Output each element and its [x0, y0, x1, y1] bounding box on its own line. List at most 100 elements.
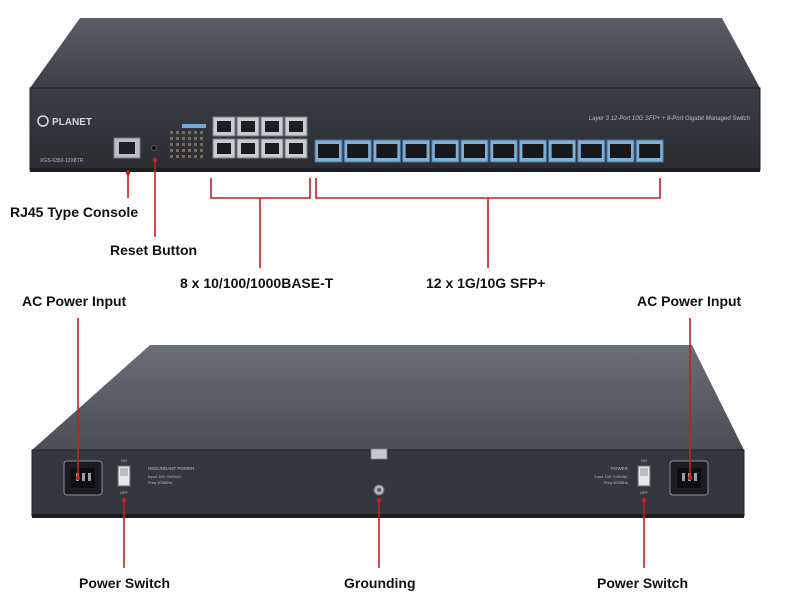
grounding-label: Grounding [344, 575, 416, 591]
status-led [188, 143, 191, 146]
right-input-spec: Input 100~240VAC [594, 474, 628, 479]
ac-power-input-right-label: AC Power Input [637, 293, 742, 309]
status-led [200, 149, 203, 152]
right-ac-callout-dot [687, 475, 693, 481]
led-highlight-bar [182, 124, 206, 128]
status-led [170, 137, 173, 140]
console-port [113, 137, 141, 159]
sfp-port-slot [580, 144, 602, 158]
right-switch-callout-dot [641, 497, 647, 503]
front-callouts [125, 157, 661, 268]
status-led-matrix [170, 131, 203, 158]
sfp-port-slot [464, 144, 485, 158]
rj45-port-socket [289, 143, 303, 154]
status-led [182, 149, 185, 152]
rear-callouts [75, 318, 693, 568]
status-led [188, 131, 191, 134]
status-led [176, 155, 179, 158]
status-led [188, 137, 191, 140]
left-switch-on-label: ON [121, 458, 127, 463]
power-label: POWER [611, 466, 629, 471]
rear-top-surface [32, 345, 744, 450]
status-led [170, 149, 173, 152]
reset-button-hole [151, 145, 157, 151]
left-switch-callout-dot [121, 497, 127, 503]
status-led [170, 143, 173, 146]
model-name: XGS-6350-12X8TR [40, 158, 84, 164]
right-power-switch [637, 465, 651, 487]
sfp-ports-label: 12 x 1G/10G SFP+ [426, 275, 546, 291]
rj45-port-socket [289, 121, 303, 132]
rj45-bracket [210, 178, 311, 199]
sfp-port-slot [347, 144, 369, 158]
left-ac-inlet [63, 460, 103, 496]
rj45-ports-label: 8 x 10/100/1000BASE-T [180, 275, 334, 291]
status-led [182, 155, 185, 158]
planet-logo: PLANET [37, 115, 92, 128]
status-led [200, 155, 203, 158]
power-switch-right-label: Power Switch [597, 575, 689, 591]
status-led [176, 137, 179, 140]
right-freq-spec: Freq 50/60Hz [604, 480, 628, 485]
status-led [200, 143, 203, 146]
status-led [176, 149, 179, 152]
status-led [176, 143, 179, 146]
sfp-port-block [314, 139, 664, 163]
rj45-port-socket [217, 121, 231, 132]
rear-panel [31, 449, 745, 517]
sfp-port-slot [522, 144, 544, 158]
redundant-power-label: REDUNDANT POWER [148, 466, 195, 471]
left-ac-callout-dot [75, 475, 81, 481]
rear-switch: ON OFF REDUNDANT POWER Input 100~240VAC … [31, 318, 745, 568]
status-led [170, 155, 173, 158]
status-led [194, 155, 197, 158]
status-led [176, 131, 179, 134]
front-bottom-edge [30, 168, 760, 172]
status-led [188, 149, 191, 152]
grounding-screw [370, 448, 388, 496]
rj45-port-block [212, 116, 308, 159]
status-led [188, 155, 191, 158]
left-switch-off-label: OFF [120, 490, 129, 495]
sfp-port-slot [493, 144, 515, 158]
status-led [200, 131, 203, 134]
status-led [182, 131, 185, 134]
status-led [194, 149, 197, 152]
status-led [200, 137, 203, 140]
status-led [170, 131, 173, 134]
front-top-surface [30, 18, 760, 88]
sfp-bracket [315, 178, 661, 199]
sfp-port-slot [318, 144, 339, 158]
rj45-port-socket [241, 121, 255, 132]
status-led [182, 137, 185, 140]
right-switch-on-label: ON [641, 458, 647, 463]
rear-bottom-edge [32, 514, 744, 518]
console-label: RJ45 Type Console [10, 204, 139, 220]
reset-button-label: Reset Button [110, 242, 198, 258]
sfp-port-slot [639, 144, 661, 158]
sfp-port-slot [405, 144, 427, 158]
rj45-port-socket [217, 143, 231, 154]
status-led [194, 143, 197, 146]
rj45-port-socket [265, 121, 279, 132]
rj45-port-socket [241, 143, 255, 154]
left-freq-spec: Freq 50/60Hz [148, 480, 172, 485]
sfp-port-slot [610, 144, 631, 158]
grounding-callout-dot [376, 497, 382, 503]
console-callout-dot [125, 170, 131, 176]
reset-callout-dot [152, 157, 158, 163]
sfp-port-slot [434, 144, 456, 158]
sfp-port-slot [551, 144, 573, 158]
brand-name: PLANET [52, 117, 92, 128]
planet-logo-icon [37, 115, 49, 127]
rj45-port-socket [265, 143, 279, 154]
status-led [194, 131, 197, 134]
power-switch-left-label: Power Switch [79, 575, 171, 591]
front-switch: PLANET XGS-6350-12X8TR Layer 3 12-Port 1… [29, 18, 761, 268]
right-switch-off-label: OFF [640, 490, 649, 495]
left-input-spec: Input 100~240VAC [148, 474, 182, 479]
ac-power-input-left-label: AC Power Input [22, 293, 127, 309]
grounding-symbol: ⏚ [376, 451, 383, 459]
device-description: Layer 3 12-Port 10G SFP+ + 8-Port Gigabi… [589, 116, 751, 122]
status-led [182, 143, 185, 146]
